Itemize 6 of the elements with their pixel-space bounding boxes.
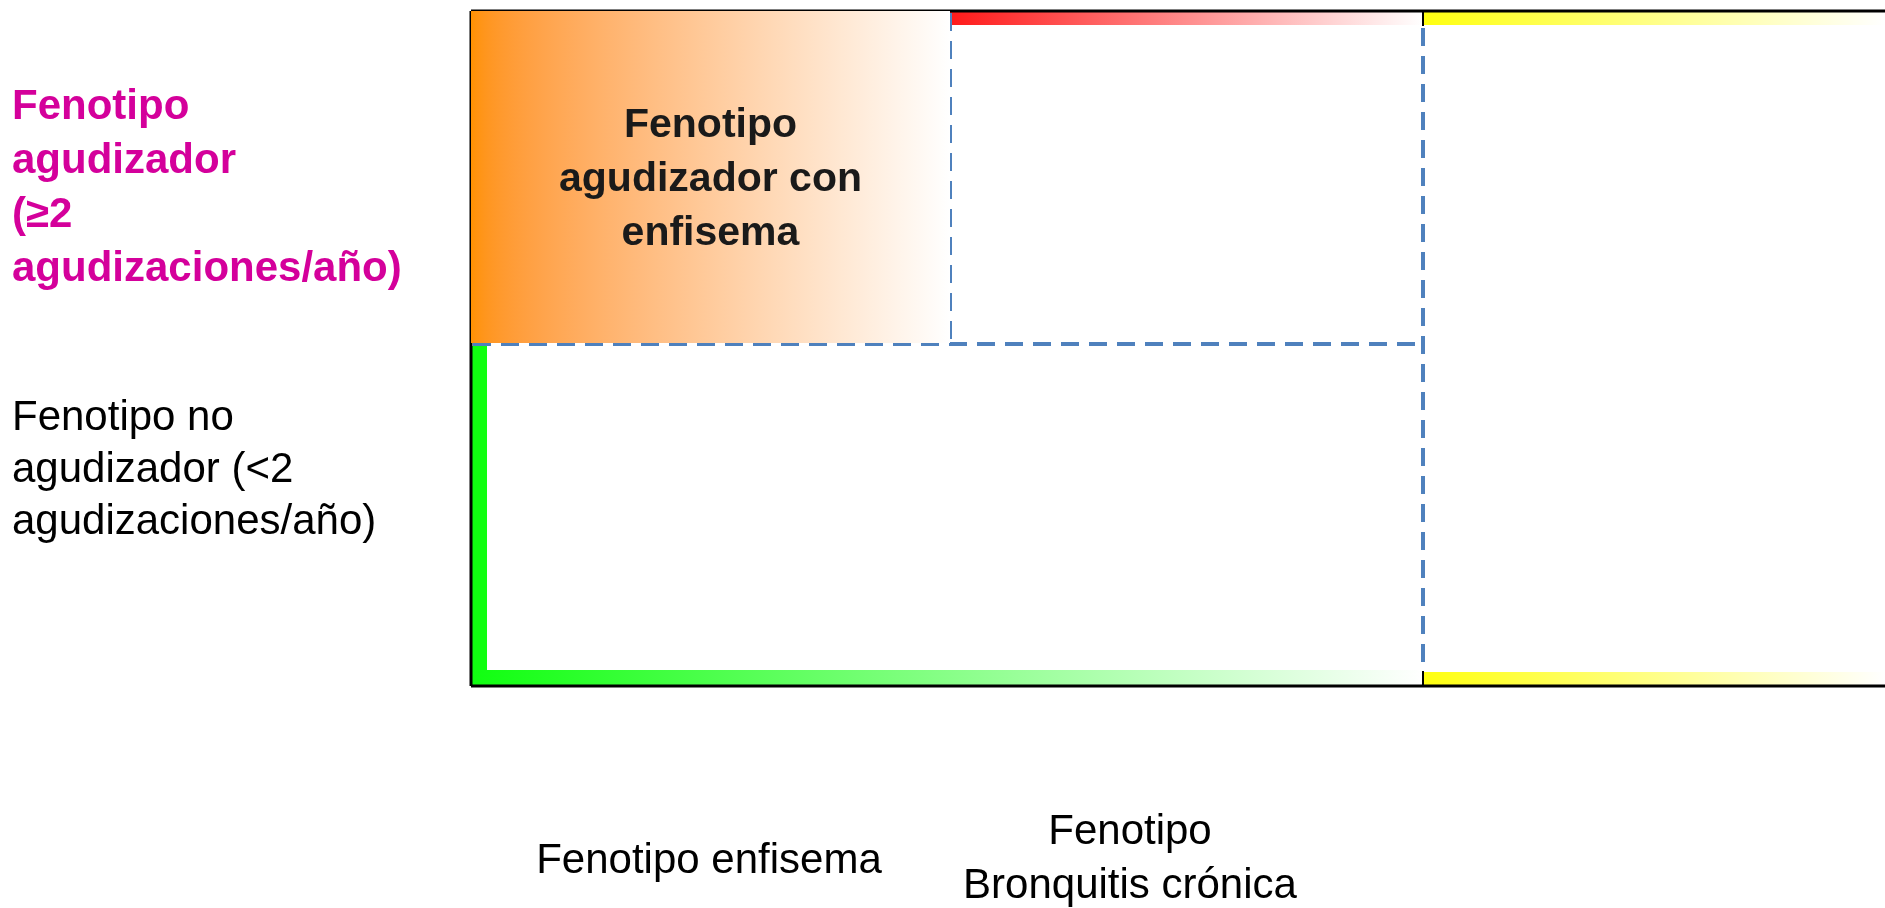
cell-title: Fenotipo agudizador con enfisema bbox=[558, 99, 863, 256]
column-label: Fenotipo enfisema bbox=[535, 834, 883, 884]
phenotype-cell bbox=[471, 11, 950, 343]
row-label: Fenotipo no agudizador (<2 agudizaciones/año) bbox=[12, 391, 378, 545]
row-label: Fenotipo agudizador (≥2 agudizaciones/año) bbox=[12, 80, 403, 292]
column-label: Fenotipo Bronquitis crónica bbox=[962, 805, 1298, 908]
